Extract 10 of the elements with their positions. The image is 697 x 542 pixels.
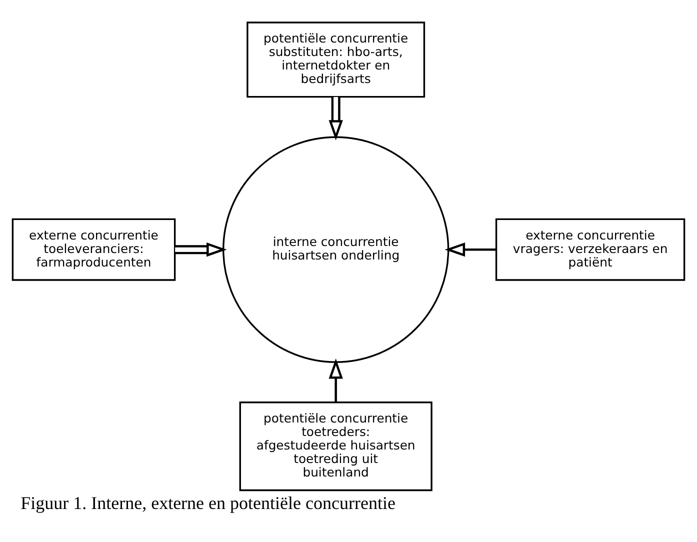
node-box: externe concurrentie toeleveranciers: farmaproducenten: [12, 218, 176, 281]
arrow: [328, 358, 343, 402]
arrow: [328, 96, 343, 140]
node-box: potentiële concurrentie substituten: hbo-arts, internetdokter en bedrijfsarts: [246, 22, 426, 98]
node-circle: interne concurrentie huisartsen onderling: [222, 136, 450, 363]
node-box: potentiële concurrentie toetreders: afgestudeerde huisartsen toetreding uit buitenland: [239, 402, 432, 492]
arrow: [444, 242, 496, 257]
arrow: [175, 242, 227, 257]
caption: Figuur 1. Interne, externe en potentiële concurrentie: [20, 493, 396, 514]
node-box: externe concurrentie vragers: verzekeraars en patiënt: [495, 218, 686, 281]
